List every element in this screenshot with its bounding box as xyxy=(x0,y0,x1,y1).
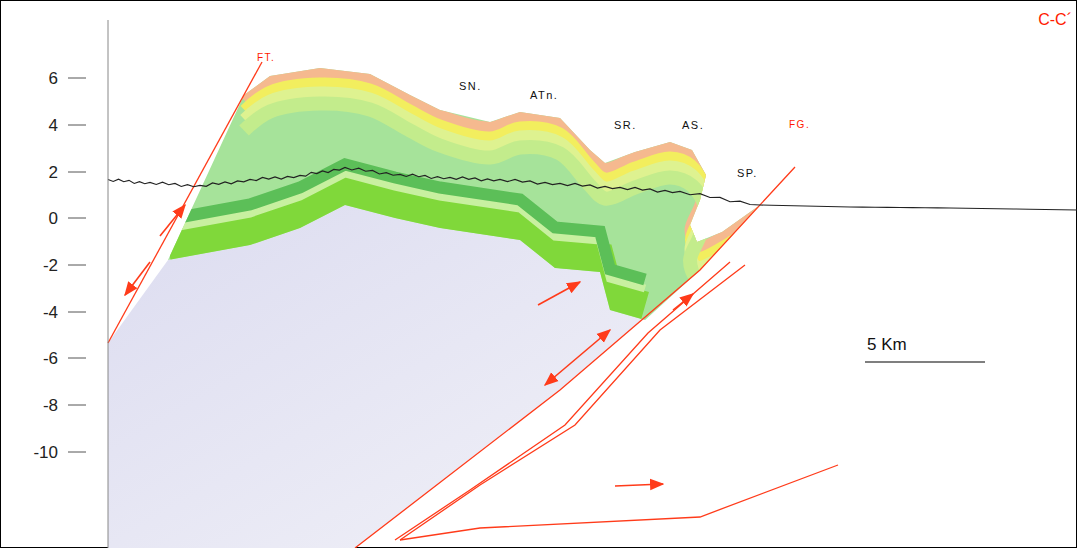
fault-line xyxy=(400,465,838,540)
formation-name: AS. xyxy=(682,120,704,131)
formation-name: SN. xyxy=(459,81,482,92)
axis-tick xyxy=(68,452,86,453)
formation-name: SP. xyxy=(737,168,758,179)
motion-arrow xyxy=(615,484,663,486)
axis-tick xyxy=(68,358,86,359)
formation-name: SR. xyxy=(614,120,637,131)
axis-number: -6 xyxy=(43,350,58,367)
motion-arrow xyxy=(125,262,150,295)
axis-number: -2 xyxy=(43,257,58,274)
axis-number: 6 xyxy=(49,70,58,87)
axis-tick xyxy=(68,172,86,173)
axis-tick xyxy=(68,78,86,79)
axis-number: -10 xyxy=(33,444,58,461)
axis-tick xyxy=(68,125,86,126)
axis-number: 2 xyxy=(49,164,58,181)
motion-arrow xyxy=(673,294,693,310)
axis-number: -4 xyxy=(43,304,58,321)
fault-line xyxy=(108,62,262,343)
axis-tick xyxy=(68,218,86,219)
fault-line xyxy=(355,167,795,548)
motion-arrow xyxy=(538,282,580,305)
fault-line xyxy=(395,262,730,540)
topography-line xyxy=(108,167,1077,210)
fault-line xyxy=(400,265,745,540)
strata xyxy=(168,73,760,306)
section-name: C-C´ xyxy=(1038,12,1072,28)
axis-tick xyxy=(68,265,86,266)
formation-name: ATn. xyxy=(530,90,558,101)
fault-name: FT. xyxy=(257,53,275,63)
axis-tick xyxy=(68,312,86,313)
scale-label: 5 Km xyxy=(867,336,907,353)
axis-number: 0 xyxy=(49,210,58,227)
fault-name: FG. xyxy=(789,120,810,130)
motion-arrow xyxy=(160,205,185,236)
geology xyxy=(68,20,1077,548)
scale-bar xyxy=(865,361,985,362)
motion-arrow xyxy=(545,330,610,385)
sediment-layers xyxy=(168,68,760,320)
axis-tick xyxy=(68,405,86,406)
depth-axis xyxy=(108,20,109,548)
axis-number: 4 xyxy=(49,117,58,134)
axis-number: -8 xyxy=(43,397,58,414)
